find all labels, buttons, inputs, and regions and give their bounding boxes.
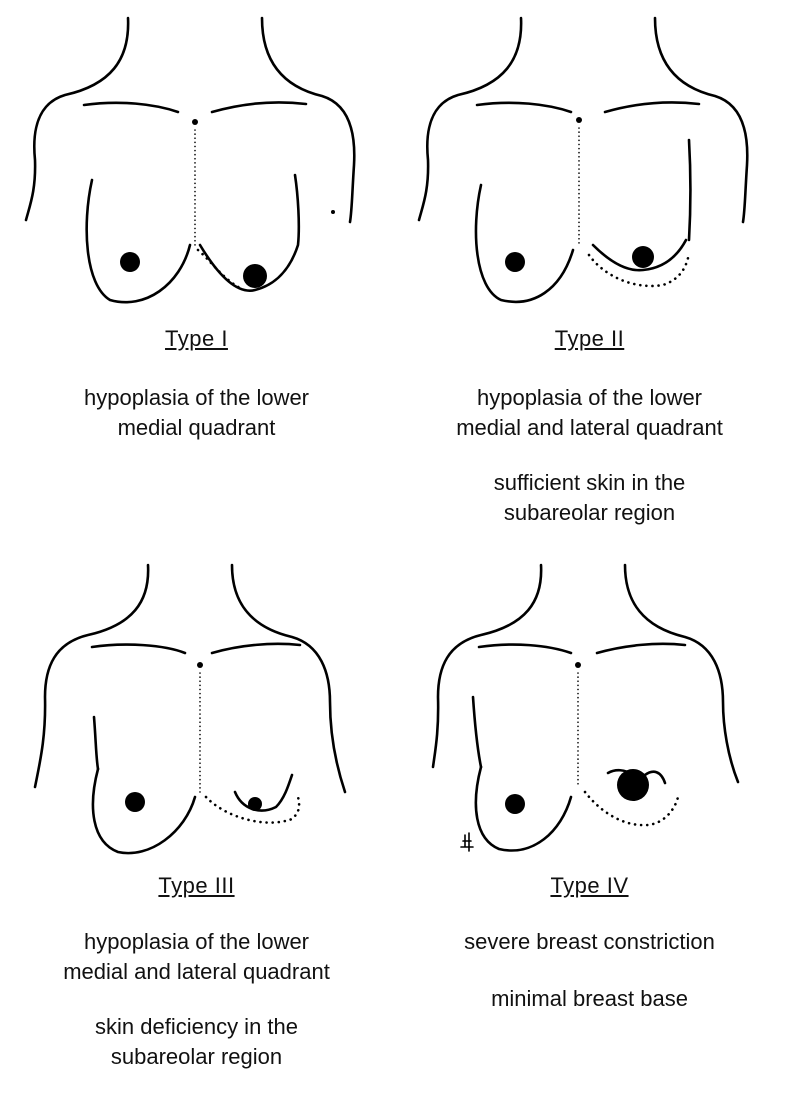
panel-type-2: Type II hypoplasia of the lower medial a… [393, 0, 786, 547]
torso-illustration-type-3 [0, 547, 393, 857]
breast-left [474, 183, 575, 304]
clavicle-right [595, 642, 687, 655]
clavicle-left [475, 101, 573, 114]
description-line: subareolar region [503, 500, 676, 525]
description-block: skin deficiency in the subareolar region [0, 1012, 393, 1072]
panel-type-3: Type III hypoplasia of the lower medial … [0, 547, 393, 1094]
description-line: minimal breast base [491, 986, 688, 1011]
description-block: hypoplasia of the lower medial quadrant [0, 383, 393, 443]
panel-type-4: Type IV severe breast constriction minim… [393, 547, 786, 1094]
description-line: subareolar region [110, 1044, 283, 1069]
description-line: skin deficiency in the [95, 1014, 298, 1039]
type-label: Type II [554, 326, 625, 351]
neck-left [417, 16, 523, 222]
breast-right [233, 773, 294, 812]
description-block: severe breast constriction [393, 927, 786, 957]
clavicle-left [477, 643, 573, 655]
breast-left [474, 765, 573, 852]
description-line: hypoplasia of the lower [83, 929, 310, 954]
description-block: sufficient skin in the subareolar region [393, 468, 786, 528]
description-block: minimal breast base [393, 984, 786, 1014]
description-block: hypoplasia of the lower medial and later… [0, 927, 393, 987]
description-block: hypoplasia of the lower medial and later… [393, 383, 786, 443]
torso-illustration-type-2 [393, 0, 786, 310]
torso-illustration-type-1 [0, 0, 393, 310]
description-line: medial and lateral quadrant [456, 415, 723, 440]
breast-left [85, 178, 192, 304]
type-label: Type I [165, 326, 228, 351]
neck-right [623, 563, 740, 784]
neck-right [260, 16, 356, 224]
clavicle-right [210, 642, 302, 655]
description-line: hypoplasia of the lower [476, 385, 703, 410]
breast-left [91, 767, 197, 855]
clavicle-right [210, 101, 308, 114]
neck-right [230, 563, 347, 794]
neck-left [431, 563, 543, 769]
neck-left [33, 563, 150, 789]
description-line: sufficient skin in the [493, 470, 686, 495]
clavicle-left [90, 643, 187, 655]
description-line: severe breast constriction [464, 929, 715, 954]
description-line: medial quadrant [117, 415, 276, 440]
clavicle-right [603, 101, 701, 114]
torso-illustration-type-4 [393, 547, 786, 857]
panel-type-1: Type I hypoplasia of the lower medial qu… [0, 0, 393, 547]
neck-left [24, 16, 130, 222]
type-label: Type IV [550, 873, 629, 898]
clavicle-left [82, 101, 180, 114]
description-line: medial and lateral quadrant [63, 959, 330, 984]
description-line: hypoplasia of the lower [83, 385, 310, 410]
neck-right [653, 16, 749, 224]
type-label: Type III [158, 873, 235, 898]
breast-right [591, 238, 688, 272]
